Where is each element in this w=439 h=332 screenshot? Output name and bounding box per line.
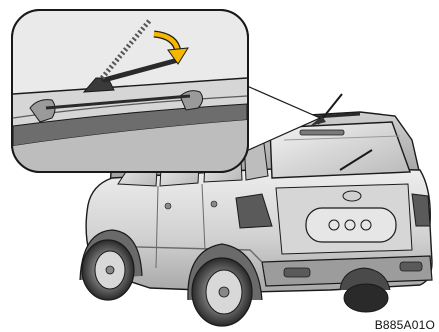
emblem-logo [343,191,361,201]
figure-code-label: B885A01O [375,318,435,332]
front-wheel [82,240,134,300]
high-brake-light [300,130,344,135]
spare-tire-cover [306,208,396,242]
rear-wheel [192,258,252,326]
right-rear-wheel [344,284,388,312]
